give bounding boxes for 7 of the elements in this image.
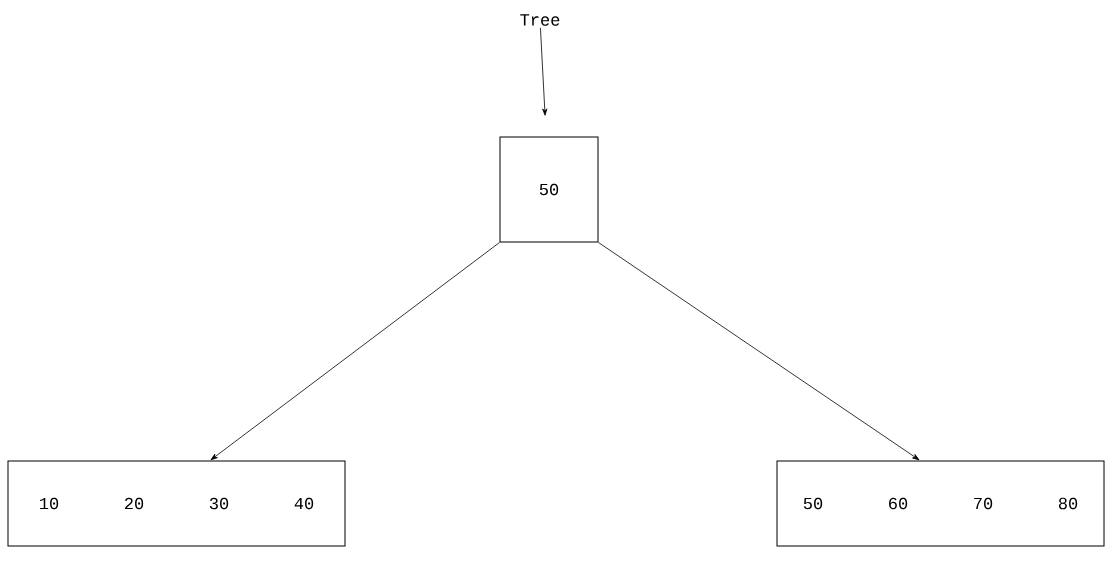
arrow <box>598 242 920 461</box>
leaf-node-box: 50 60 70 80 <box>776 460 1105 547</box>
arrow <box>210 242 500 461</box>
root-label: Tree <box>520 14 560 26</box>
leaf-node-box: 10 20 30 40 <box>7 460 346 547</box>
tree-node-box: 50 <box>499 136 599 243</box>
arrow <box>540 27 548 116</box>
